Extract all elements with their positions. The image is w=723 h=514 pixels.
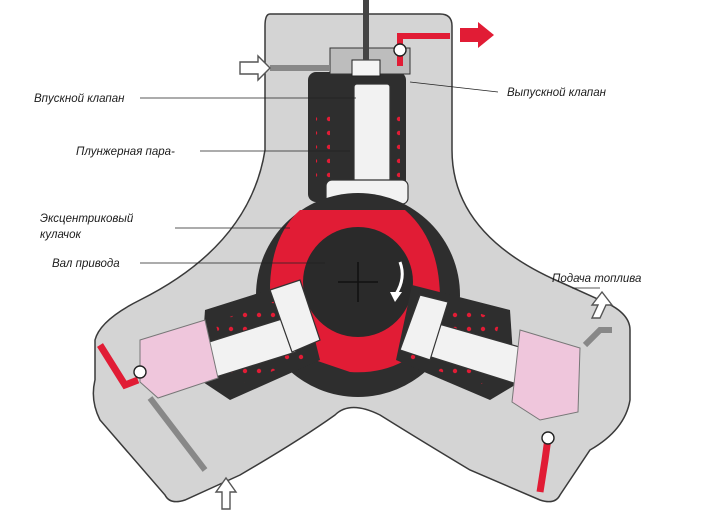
outlet-red-channel-left — [97, 343, 140, 390]
left-cylinder-assembly — [139, 279, 321, 400]
rotation-arrow-icon — [394, 261, 404, 295]
upper-oil-channels-left — [316, 112, 330, 184]
label-fuel-supply: Подача топлива — [552, 273, 641, 285]
shaft-center-mark — [338, 262, 378, 302]
leader-outlet-valve — [409, 81, 499, 93]
outlet-check-ball-left — [133, 365, 147, 379]
label-eccentric-cam-line2: кулачок — [40, 229, 82, 241]
right-cylinder-assembly — [396, 285, 581, 421]
outlet-arrow-icon — [460, 22, 494, 48]
inlet-arrow-right-icon — [590, 290, 614, 319]
label-drive-shaft: Вал привода — [52, 258, 120, 270]
fuel-inlet-channel-right — [582, 327, 612, 348]
label-intake-valve: Впускной клапан — [34, 93, 125, 105]
inlet-arrow-top-icon — [239, 54, 271, 82]
label-outlet-valve: Выпускной клапан — [507, 87, 607, 99]
outlet-check-ball-right — [541, 431, 555, 445]
label-plunger-pair: Плунжерная пара- — [76, 146, 175, 158]
upper-plunger — [353, 83, 391, 195]
outlet-red-channel-right — [536, 437, 552, 493]
outlet-check-ball-top — [393, 43, 407, 57]
intake-valve — [351, 59, 381, 77]
inlet-arrow-bottom-icon — [214, 476, 238, 510]
rotation-arrowhead-icon — [390, 292, 402, 302]
label-eccentric-cam-line1: Эксцентриковый — [40, 213, 134, 225]
fuel-inlet-channel-left — [147, 396, 208, 472]
